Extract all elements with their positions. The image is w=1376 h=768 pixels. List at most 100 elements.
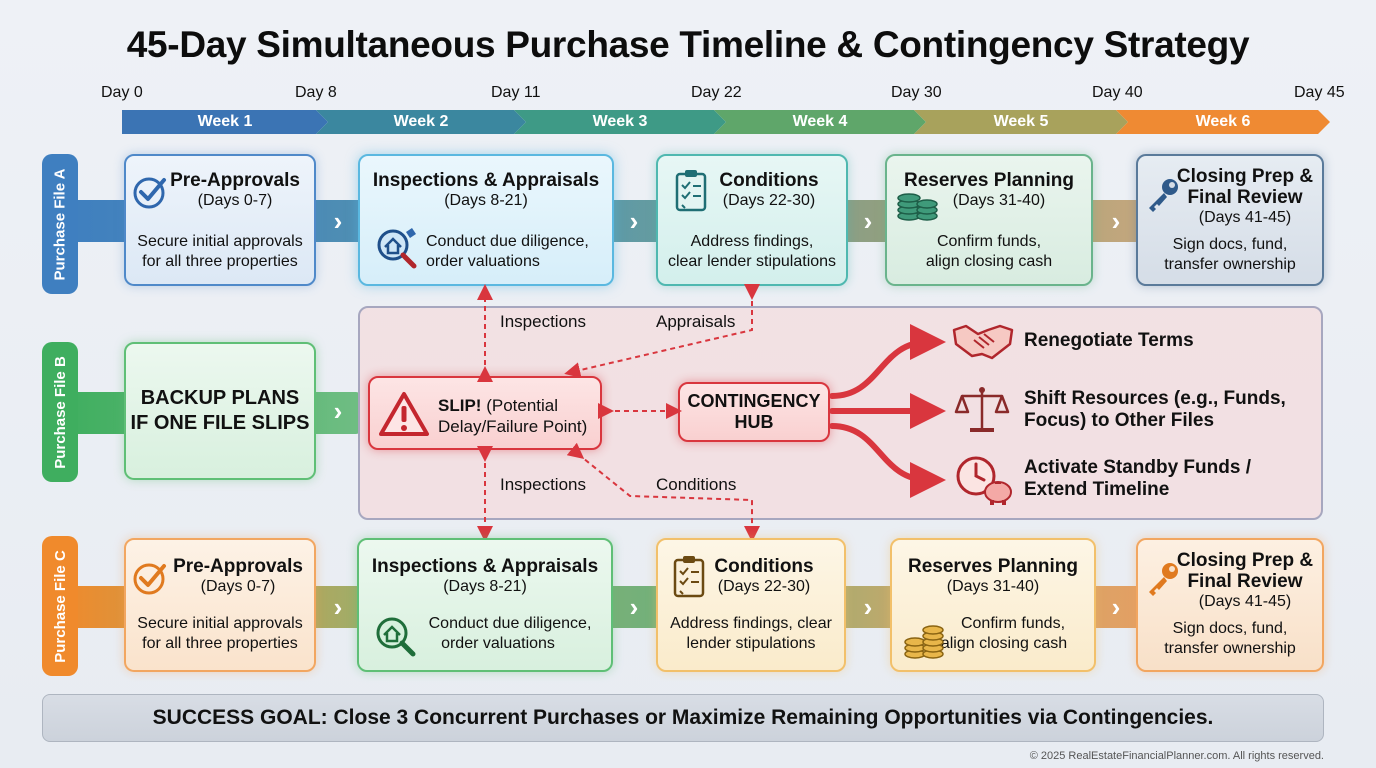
card-body-line1: Conduct due diligence,: [428, 615, 592, 632]
file-c-closing-card: Closing Prep & Final Review (Days 41-45)…: [1136, 538, 1324, 672]
clock-piggybank-icon: [956, 456, 1012, 505]
clipboard-checklist-icon: [675, 170, 707, 212]
copyright-notice: © 2025 RealEstateFinancialPlanner.com. A…: [1029, 750, 1324, 762]
card-title: Inspections & Appraisals: [371, 556, 599, 577]
card-title: Conditions: [714, 556, 814, 577]
day-label-30: Day 30: [891, 84, 942, 101]
slip-box: SLIP! (Potential Delay/Failure Point): [368, 376, 602, 450]
card-body-line2: transfer ownership: [1164, 256, 1296, 273]
option-renegotiate-line1: Renegotiate Terms: [1024, 330, 1194, 351]
card-body-line1: Sign docs, fund,: [1172, 620, 1288, 637]
card-body-line2: for all three properties: [142, 635, 298, 652]
hub-line2: HUB: [734, 412, 774, 432]
day-label-45: Day 45: [1294, 84, 1345, 101]
chevron-right-icon: ›: [863, 205, 873, 236]
card-days: (Days 31-40): [946, 578, 1040, 595]
card-body-line2: lender stipulations: [686, 635, 816, 652]
file-c-inspections-card: Inspections & Appraisals (Days 8-21) Con…: [357, 538, 613, 672]
card-title: Conditions: [719, 170, 819, 191]
file-a-reserves-card: Reserves Planning (Days 31-40) Confirm f…: [885, 154, 1093, 286]
card-body-line2: align closing cash: [940, 635, 1068, 652]
connector-label-bottom-right: Conditions: [656, 475, 737, 494]
connector-appraisals-to-slip: [564, 284, 760, 378]
card-days: (Days 22-30): [722, 192, 816, 209]
card-days: (Days 31-40): [952, 192, 1046, 209]
card-body-line2: for all three properties: [142, 253, 298, 270]
contingency-hub-box: CONTINGENCY HUB: [678, 382, 830, 442]
slip-label: SLIP!: [438, 396, 482, 415]
file-a-preapprovals-card: Pre-Approvals (Days 0-7) Secure initial …: [124, 154, 316, 286]
balance-scale-icon: [954, 387, 1010, 432]
day-label-22: Day 22: [691, 84, 742, 101]
card-days: (Days 8-21): [444, 192, 528, 209]
backup-line1: BACKUP PLANS: [140, 387, 300, 409]
file-a-closing-card: Closing Prep & Final Review (Days 41-45)…: [1136, 154, 1324, 286]
lane-a-tab: Purchase File A: [42, 154, 78, 294]
week-3-band: Week 3: [514, 110, 726, 134]
card-body-line2: clear lender stipulations: [667, 253, 837, 270]
option-standby-line2: Extend Timeline: [1024, 479, 1170, 500]
card-days: (Days 0-7): [197, 192, 273, 209]
backup-plans-card: BACKUP PLANS IF ONE FILE SLIPS: [124, 342, 316, 480]
lane-c-tab: Purchase File C: [42, 536, 78, 676]
slip-desc-line1: (Potential: [486, 396, 559, 415]
hub-arrow-standby: [829, 423, 946, 498]
file-a-inspections-card: Inspections & Appraisals (Days 8-21) Con…: [358, 154, 614, 286]
card-body-line1: Secure initial approvals: [137, 615, 303, 632]
lane-c-label: Purchase File C: [51, 549, 69, 663]
success-goal-banner: SUCCESS GOAL: Close 3 Concurrent Purchas…: [42, 694, 1324, 742]
card-title-line1: Closing Prep &: [1176, 166, 1314, 187]
card-body-line1: Sign docs, fund,: [1172, 236, 1288, 253]
option-shift-line2: Focus) to Other Files: [1024, 410, 1215, 431]
coin-stack-icon: [897, 193, 938, 221]
card-body-line2: order valuations: [441, 635, 555, 652]
slip-desc-line2: Delay/Failure Point): [438, 417, 588, 436]
connector-label-top-right: Appraisals: [656, 312, 736, 331]
connector-label-top-left: Inspections: [500, 312, 586, 331]
card-body-line1: Address findings,: [690, 233, 814, 250]
card-body-line1: Confirm funds,: [960, 615, 1066, 632]
day-label-11: Day 11: [491, 84, 541, 101]
page-title: 45-Day Simultaneous Purchase Timeline & …: [126, 24, 1250, 65]
option-standby-line1: Activate Standby Funds /: [1024, 457, 1251, 478]
card-title: Reserves Planning: [907, 556, 1079, 577]
check-circle-icon: [133, 177, 166, 209]
day-label-0: Day 0: [101, 84, 143, 101]
card-title-line2: Final Review: [1187, 571, 1303, 592]
card-title: Reserves Planning: [903, 170, 1075, 191]
day-label-8: Day 8: [295, 84, 337, 101]
week-6-band: Week 6: [1116, 110, 1330, 134]
hub-line1: CONTINGENCY: [687, 391, 821, 411]
house-magnifier-icon: [376, 617, 416, 657]
card-title: Pre-Approvals: [170, 170, 300, 191]
chevron-right-icon: ›: [1111, 205, 1121, 236]
card-days: (Days 8-21): [443, 578, 527, 595]
card-body-line1: Secure initial approvals: [137, 233, 303, 250]
card-title: Inspections & Appraisals: [372, 170, 600, 191]
file-c-conditions-card: Conditions (Days 22-30) Address findings…: [656, 538, 846, 672]
card-body-line2: align closing cash: [925, 253, 1053, 270]
hub-arrow-renegotiate: [829, 324, 946, 399]
card-title-line1: Closing Prep &: [1176, 550, 1314, 571]
chevron-right-icon: ›: [1111, 591, 1121, 622]
card-body-line2: transfer ownership: [1164, 640, 1296, 657]
check-circle-icon: [133, 563, 166, 595]
card-days: (Days 41-45): [1198, 209, 1292, 226]
card-body-line2: order valuations: [426, 253, 540, 270]
warning-triangle-icon: [379, 392, 429, 436]
week-5-band: Week 5: [914, 110, 1128, 134]
key-icon: [1149, 179, 1178, 212]
week-1-band: Week 1: [122, 110, 328, 134]
week-4-band: Week 4: [714, 110, 926, 134]
card-days: (Days 22-30): [717, 578, 811, 595]
chevron-right-icon: ›: [629, 205, 639, 236]
connector-label-bottom-left: Inspections: [500, 475, 586, 494]
lane-b-tab: Purchase File B: [42, 342, 78, 482]
card-body-line1: Confirm funds,: [936, 233, 1042, 250]
key-icon: [1149, 563, 1178, 596]
clipboard-checklist-icon: [673, 556, 705, 598]
chevron-right-icon: ›: [629, 591, 639, 622]
file-a-conditions-card: Conditions (Days 22-30) Address findings…: [656, 154, 848, 286]
chevron-right-icon: ›: [333, 395, 343, 426]
